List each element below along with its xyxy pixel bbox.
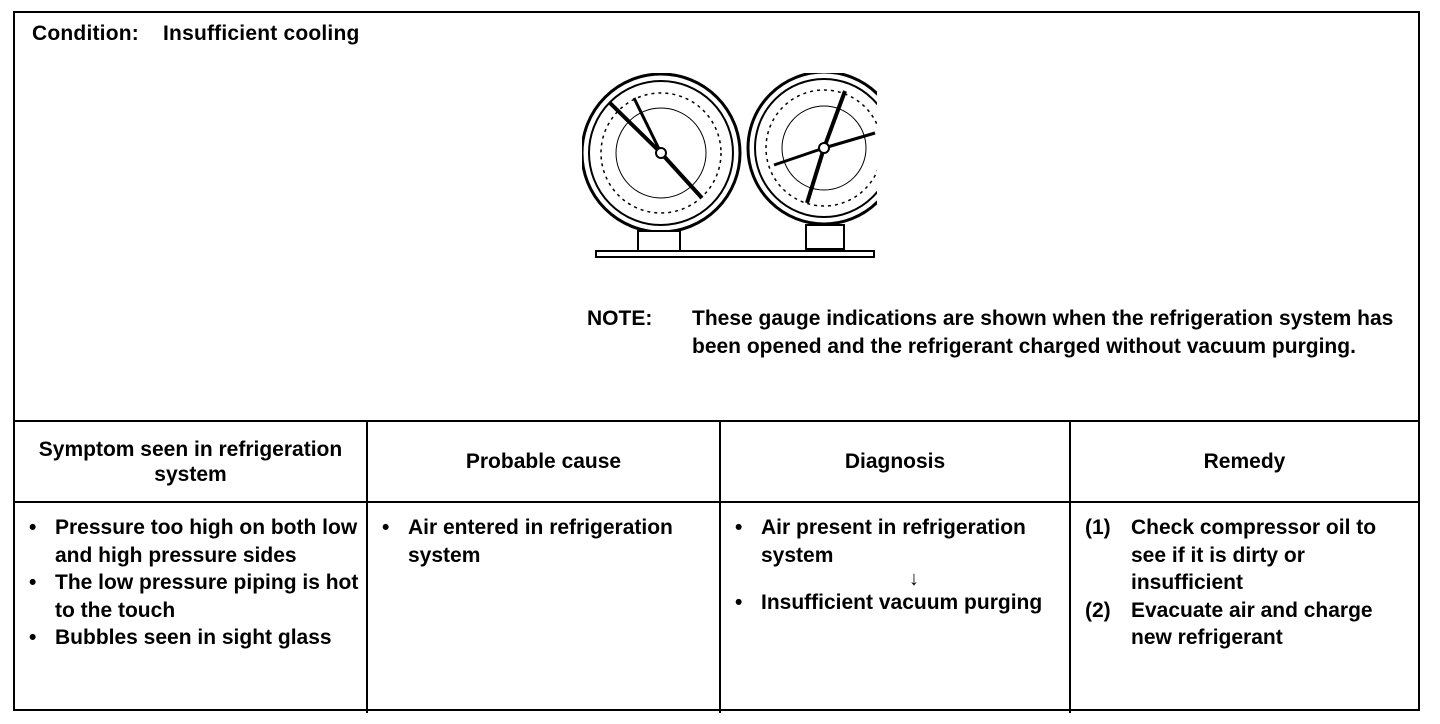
list-item: (1) Check compressor oil to see if it is… (1085, 514, 1412, 597)
condition-value: Insufficient cooling (163, 22, 360, 45)
column-diagnosis: Diagnosis Air present in refrigeration s… (719, 422, 1069, 713)
remedy-text: Evacuate air and charge new refrigerant (1131, 598, 1373, 650)
header-symptom: Symptom seen in refrigeration system (38, 437, 343, 486)
header-diagnosis: Diagnosis (844, 450, 946, 473)
manifold-base (595, 250, 875, 258)
header-remedy: Remedy (1203, 450, 1286, 473)
remedy-number: (2) (1085, 598, 1111, 622)
manifold-gauge-illustration (582, 73, 877, 258)
symptom-list: Pressure too high on both low and high p… (29, 514, 360, 652)
header-cause: Probable cause (465, 450, 622, 473)
remedy-number: (1) (1085, 516, 1111, 539)
note-label: NOTE: (587, 307, 653, 330)
column-symptom: Symptom seen in refrigeration system Pre… (15, 422, 366, 713)
condition-label: Condition: (32, 22, 139, 45)
down-arrow-icon: ↓ (909, 568, 919, 590)
note-text: These gauge indications are shown when t… (692, 307, 1394, 358)
trouble-diagnosis-chart: Condition: Insufficient cooling (13, 11, 1420, 713)
list-item: Air entered in refrigeration system (382, 514, 713, 569)
list-item: (2) Evacuate air and charge new refriger… (1085, 597, 1412, 652)
column-remedy: Remedy (1) Check compressor oil to see i… (1069, 422, 1418, 713)
diagnosis-list-2: Insufficient vacuum purging (735, 589, 1063, 617)
list-item: Bubbles seen in sight glass (29, 624, 360, 652)
high-pressure-gauge (746, 73, 877, 250)
list-item: The low pressure piping is hot to the to… (29, 569, 360, 624)
header-divider (15, 501, 1418, 503)
remedy-text: Check compressor oil to see if it is dir… (1131, 516, 1377, 594)
diagnosis-table: Symptom seen in refrigeration system Pre… (15, 420, 1418, 713)
list-item: Air present in refrigeration system (735, 514, 1063, 569)
column-cause: Probable cause Air entered in refrigerat… (366, 422, 719, 713)
remedy-list: (1) Check compressor oil to see if it is… (1085, 514, 1412, 652)
diagnosis-list: Air present in refrigeration system (735, 514, 1063, 569)
list-item: Insufficient vacuum purging (735, 589, 1063, 617)
list-item: Pressure too high on both low and high p… (29, 514, 360, 569)
cause-list: Air entered in refrigeration system (382, 514, 713, 569)
low-pressure-gauge (582, 73, 742, 254)
condition-line: Condition: Insufficient cooling (32, 22, 360, 46)
